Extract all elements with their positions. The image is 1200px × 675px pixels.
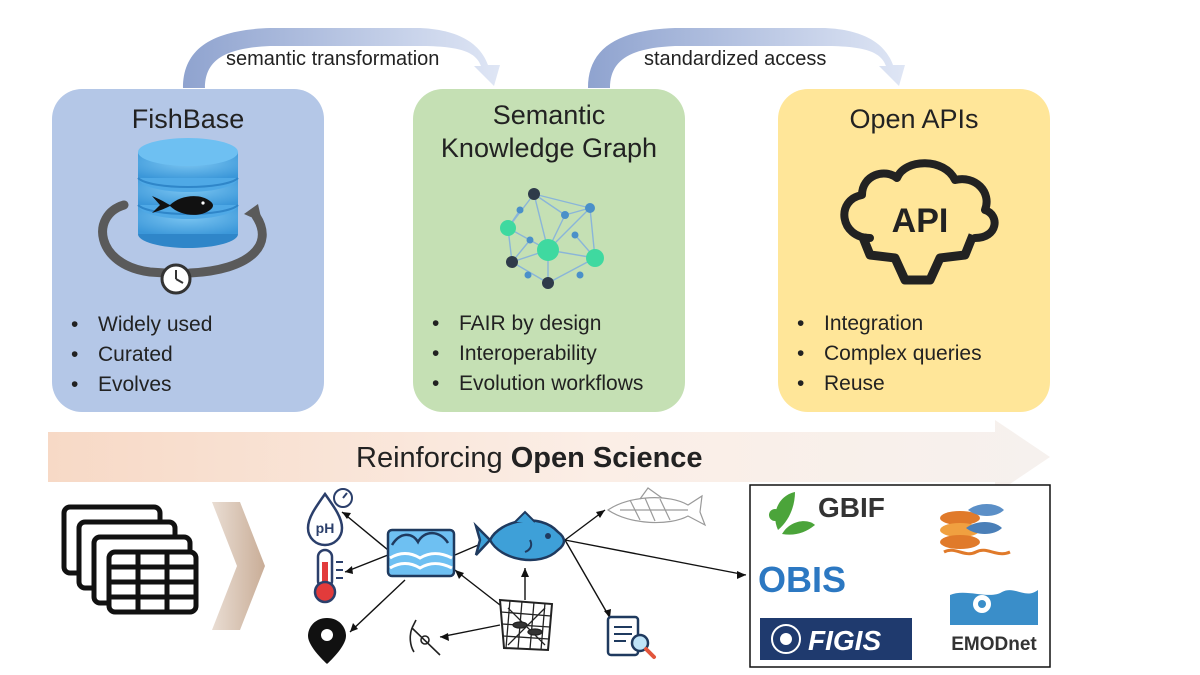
fish-icon [473,510,566,562]
fishbase-bullets: Widely used Curated Evolves [68,310,212,400]
gbif-text: GBIF [818,492,885,523]
list-item: Evolution workflows [429,369,643,399]
list-item: Integration [794,309,982,339]
knowledge-graph-bullets: FAIR by design Interoperability Evolutio… [429,309,643,399]
open-apis-card: Open APIs Integration Complex queries Re… [778,89,1050,412]
open-apis-title: Open APIs [849,104,979,134]
fishing-rod-icon [409,619,441,656]
list-item: Complex queries [794,339,982,369]
list-item: Interoperability [429,339,643,369]
semantic-transformation-label: semantic transformation [226,48,440,70]
banner-text-bold: Open Science [510,442,703,474]
list-item: Widely used [68,310,212,340]
emodnet-logo: EMODnet [950,590,1038,655]
knowledge-graph-title: Semantic Knowledge Graph [413,99,685,165]
list-item: Curated [68,340,212,370]
open-science-banner-arrow [48,420,1050,494]
list-item: FAIR by design [429,309,643,339]
location-pin-icon [308,618,346,664]
emodnet-text: EMODnet [951,634,1037,655]
gbif-logo: GBIF [769,492,885,535]
api-cloud-gear-icon: API [840,159,999,285]
fishing-net-icon [498,598,554,652]
figis-text: FIGIS [808,625,881,656]
open-apis-bullets: Integration Complex queries Reuse [794,309,982,399]
ph-drop-icon: pH [306,488,353,547]
stacked-tables-icon [61,504,199,615]
fishbase-title: FishBase [131,104,245,134]
obis-logo: OBIS [758,559,846,600]
document-search-icon [606,615,656,659]
figis-logo: FIGIS [760,618,912,660]
standardized-access-label: standardized access [644,48,827,70]
open-science-banner-text: Reinforcing Open Science [356,440,703,476]
ocean-waves-icon [386,528,456,578]
api-label: API [892,202,949,240]
knowledge-graph-nodes [500,188,604,289]
database-fish-icon [98,138,267,295]
fish-sketch-icon [606,487,707,527]
fishbase-logo-icon [940,504,1011,556]
ph-label: pH [316,520,335,536]
obis-text: OBIS [758,559,846,600]
banner-text-plain: Reinforcing [356,442,503,474]
connector-arrowheads [342,510,746,641]
knowledge-graph-title-line1: Semantic [492,100,606,130]
knowledge-graph-title-line2: Knowledge Graph [440,133,658,163]
chevron-right-icon [212,502,265,630]
list-item: Reuse [794,369,982,399]
semantic-transformation-arrow [183,28,500,88]
list-item: Evolves [68,370,212,400]
thermometer-icon [313,548,343,604]
standardized-access-arrow [588,28,905,88]
